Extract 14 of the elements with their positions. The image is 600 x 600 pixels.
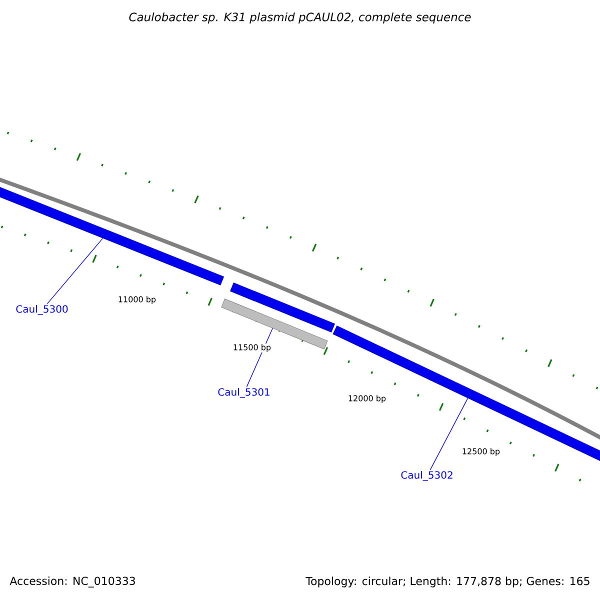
scale-label: 12000 bp: [347, 394, 387, 404]
gene-label: Caul_5301: [218, 388, 270, 398]
scale-label: 11000 bp: [117, 296, 157, 304]
gene-label: Caul_5300: [16, 305, 68, 315]
gene-label: Caul_5302: [401, 471, 452, 481]
scale-label: 11500 bp: [232, 344, 272, 352]
gene-bar: [332, 326, 600, 462]
scale-label: 12500 bp: [461, 448, 501, 456]
leader-line: [430, 398, 468, 470]
title: Caulobacter sp. K31 plasmid pCAUL02, complete sequence: [129, 12, 471, 24]
footer-text: Accession: NC_010333: [9, 576, 136, 588]
footer-text: Topology: circular; Length: 177,878 bp; Genes: 165: [305, 576, 591, 588]
leader-line: [46, 238, 104, 304]
gene-bar: [230, 282, 335, 332]
